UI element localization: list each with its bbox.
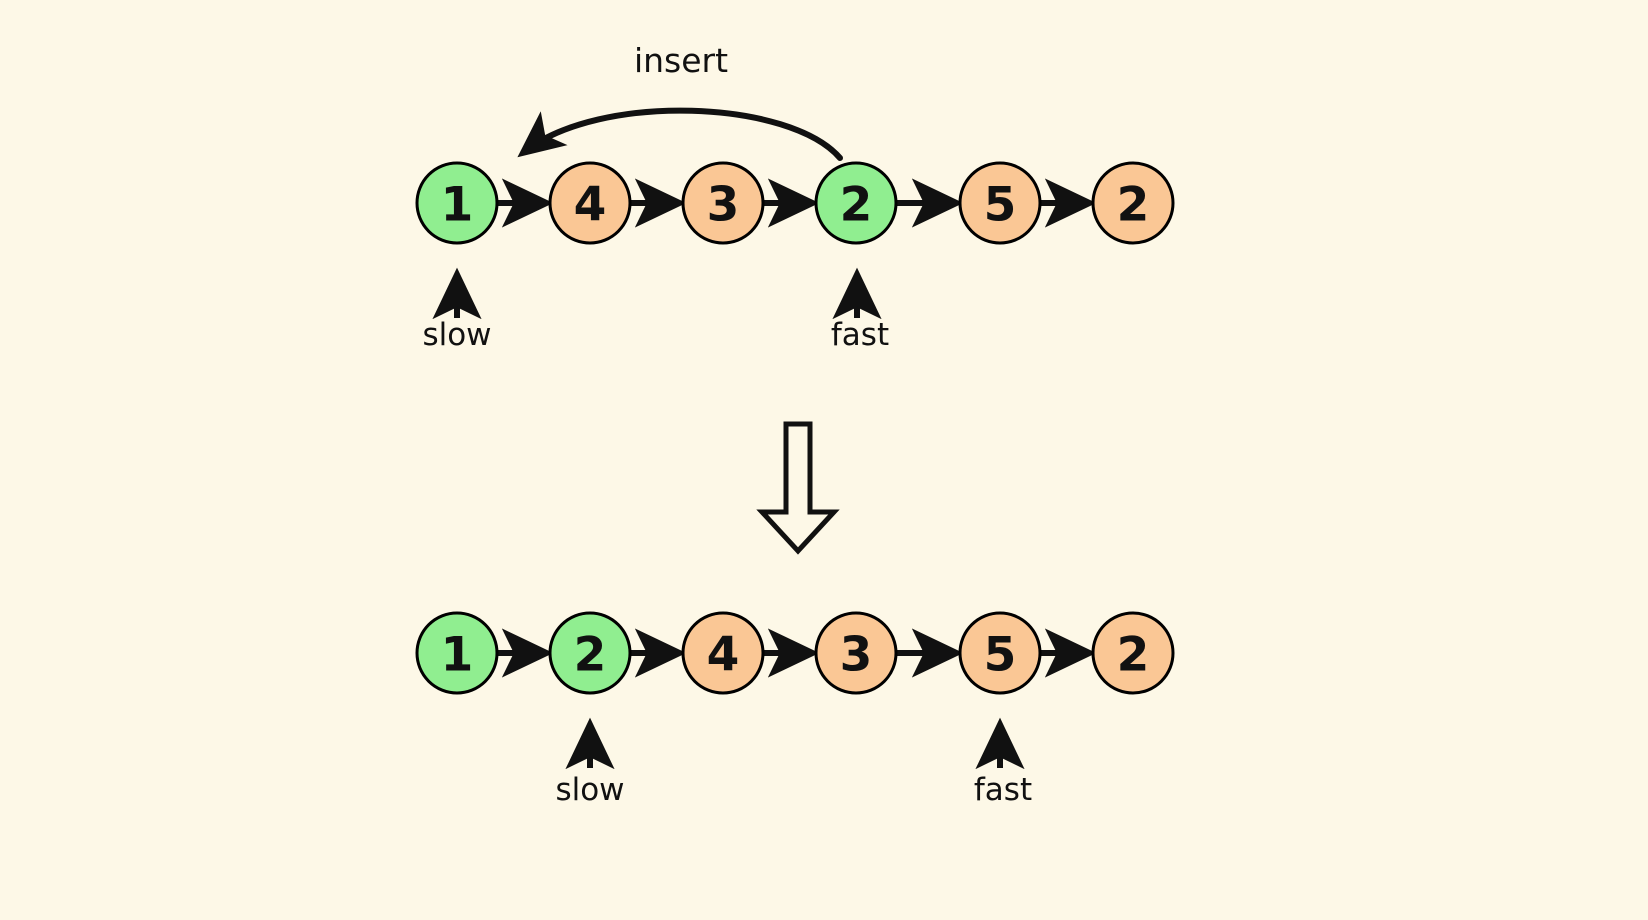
bottom-list-node[interactable]: 2 xyxy=(1091,611,1175,695)
node-circle[interactable] xyxy=(1091,161,1175,245)
bottom-list-node[interactable]: 5 xyxy=(958,611,1042,695)
pointer-label: fast xyxy=(831,317,889,353)
bottom-list-node[interactable]: 2 xyxy=(548,611,632,695)
insert-arc-label: insert xyxy=(634,41,728,80)
node-circle[interactable] xyxy=(415,611,499,695)
node-value: 2 xyxy=(840,178,873,233)
node-value: 4 xyxy=(707,628,740,683)
node-circle[interactable] xyxy=(958,611,1042,695)
top-list-group: 1 4 3 2 5 2 xyxy=(415,161,1175,353)
node-value: 5 xyxy=(984,628,1017,683)
node-circle[interactable] xyxy=(681,611,765,695)
node-value: 1 xyxy=(441,178,474,233)
top-list-node[interactable]: 1 xyxy=(415,161,499,245)
node-circle[interactable] xyxy=(415,161,499,245)
node-circle[interactable] xyxy=(548,161,632,245)
top-list-node[interactable]: 2 xyxy=(1091,161,1175,245)
node-value: 4 xyxy=(574,178,607,233)
pointer-fast-top: fast xyxy=(831,267,889,353)
top-list-node[interactable]: 3 xyxy=(681,161,765,245)
node-circle[interactable] xyxy=(814,161,898,245)
node-circle[interactable] xyxy=(958,161,1042,245)
pointer-label: fast xyxy=(974,772,1032,808)
top-list-node[interactable]: 2 xyxy=(814,161,898,245)
node-value: 2 xyxy=(574,628,607,683)
node-circle[interactable] xyxy=(548,611,632,695)
node-circle[interactable] xyxy=(681,161,765,245)
node-value: 3 xyxy=(840,628,873,683)
bottom-list-node[interactable]: 4 xyxy=(681,611,765,695)
top-list-node[interactable]: 5 xyxy=(958,161,1042,245)
insert-arc-group: insert xyxy=(517,41,843,161)
pointer-fast-bottom: fast xyxy=(974,717,1032,808)
pointer-slow-top: slow xyxy=(422,267,492,353)
node-value: 2 xyxy=(1117,628,1150,683)
top-list-node[interactable]: 4 xyxy=(548,161,632,245)
node-circle[interactable] xyxy=(1091,611,1175,695)
bottom-list-group: 1 2 4 3 5 2 s xyxy=(415,611,1175,808)
pointer-label: slow xyxy=(555,772,624,808)
insert-arc-path xyxy=(517,107,843,161)
down-arrow-icon xyxy=(756,421,840,555)
transition-arrow-group xyxy=(756,421,840,555)
node-value: 5 xyxy=(984,178,1017,233)
node-circle[interactable] xyxy=(814,611,898,695)
pointer-label: slow xyxy=(422,317,491,353)
pointer-slow-bottom: slow xyxy=(555,717,625,808)
bottom-list-node[interactable]: 1 xyxy=(415,611,499,695)
node-value: 2 xyxy=(1117,178,1150,233)
node-value: 3 xyxy=(707,178,740,233)
bottom-list-node[interactable]: 3 xyxy=(814,611,898,695)
node-value: 1 xyxy=(441,628,474,683)
